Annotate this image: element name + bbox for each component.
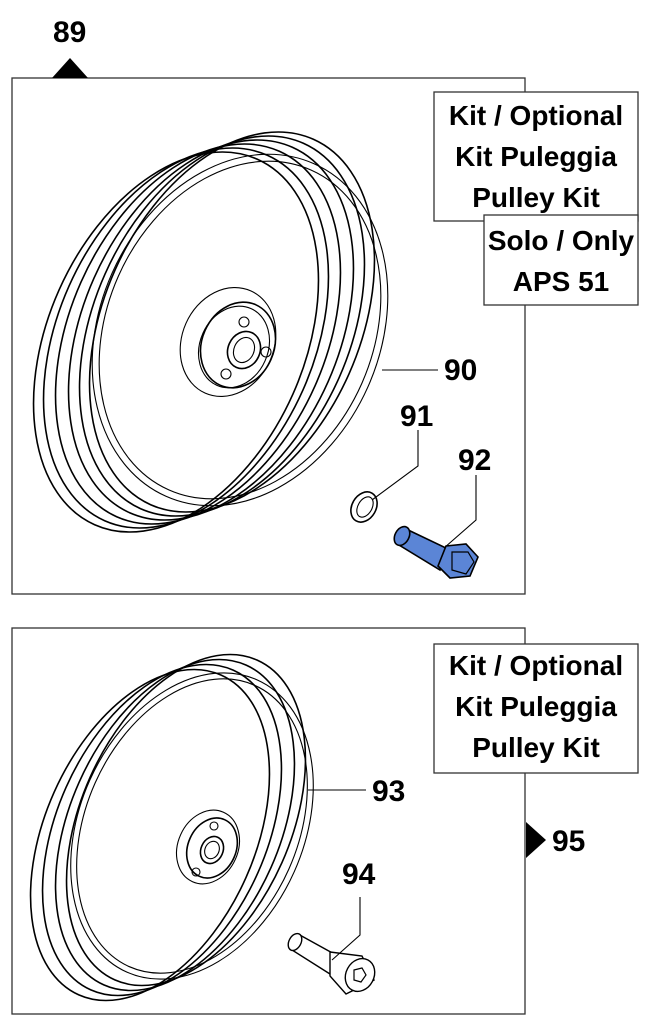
kit-label-line-1: Kit / Optional (449, 100, 623, 131)
screw-94-drawing (287, 932, 376, 995)
only-label-line-1: Solo / Only (488, 225, 635, 256)
page-ref-95[interactable]: 95 (552, 825, 585, 858)
only-label-line-2: APS 51 (513, 266, 610, 297)
kit-label-box-bottom (433, 643, 639, 774)
kit-label-bottom-line-3: Pulley Kit (472, 732, 600, 763)
kit-label-box (433, 91, 639, 222)
bottom-panel-frame (11, 627, 526, 1015)
part-number-91[interactable]: 91 (400, 400, 433, 433)
pulley-90-drawing (32, 131, 389, 533)
kit-label-bottom-line-2: Kit Puleggia (455, 691, 617, 722)
washer-91-drawing (350, 491, 378, 523)
kit-label-bottom-line-1: Kit / Optional (449, 650, 623, 681)
page-ref-89[interactable]: 89 (53, 16, 86, 49)
kit-label-line-3: Pulley Kit (472, 182, 600, 213)
part-number-94[interactable]: 94 (342, 858, 376, 891)
top-section: 89 (11, 16, 639, 595)
up-arrow-icon (52, 58, 88, 78)
bottom-section: 95 93 94 (11, 627, 639, 1015)
bolt-92-drawing (393, 525, 479, 579)
kit-label-line-2: Kit Puleggia (455, 141, 617, 172)
pulley-93-drawing (29, 653, 314, 1002)
top-panel-frame (11, 77, 526, 595)
part-number-90[interactable]: 90 (444, 354, 477, 387)
part-number-92[interactable]: 92 (458, 444, 491, 477)
part-number-93[interactable]: 93 (372, 775, 405, 808)
only-label-box (483, 214, 639, 306)
right-arrow-icon (526, 822, 546, 858)
